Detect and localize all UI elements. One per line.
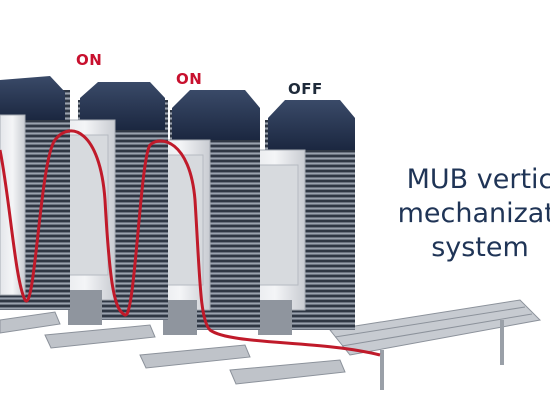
conveyor-bed (330, 300, 540, 390)
system-caption: MUB vertic mechanizati system (380, 163, 550, 265)
tower-3-status-label: OFF (288, 80, 323, 98)
caption-line-1: MUB vertic (380, 163, 550, 197)
tower-edge (0, 76, 70, 333)
caption-line-3: system (380, 231, 550, 265)
tower-2-status-label: ON (176, 70, 202, 88)
caption-line-2: mechanizati (380, 197, 550, 231)
tower-1-status-label: ON (76, 51, 102, 69)
